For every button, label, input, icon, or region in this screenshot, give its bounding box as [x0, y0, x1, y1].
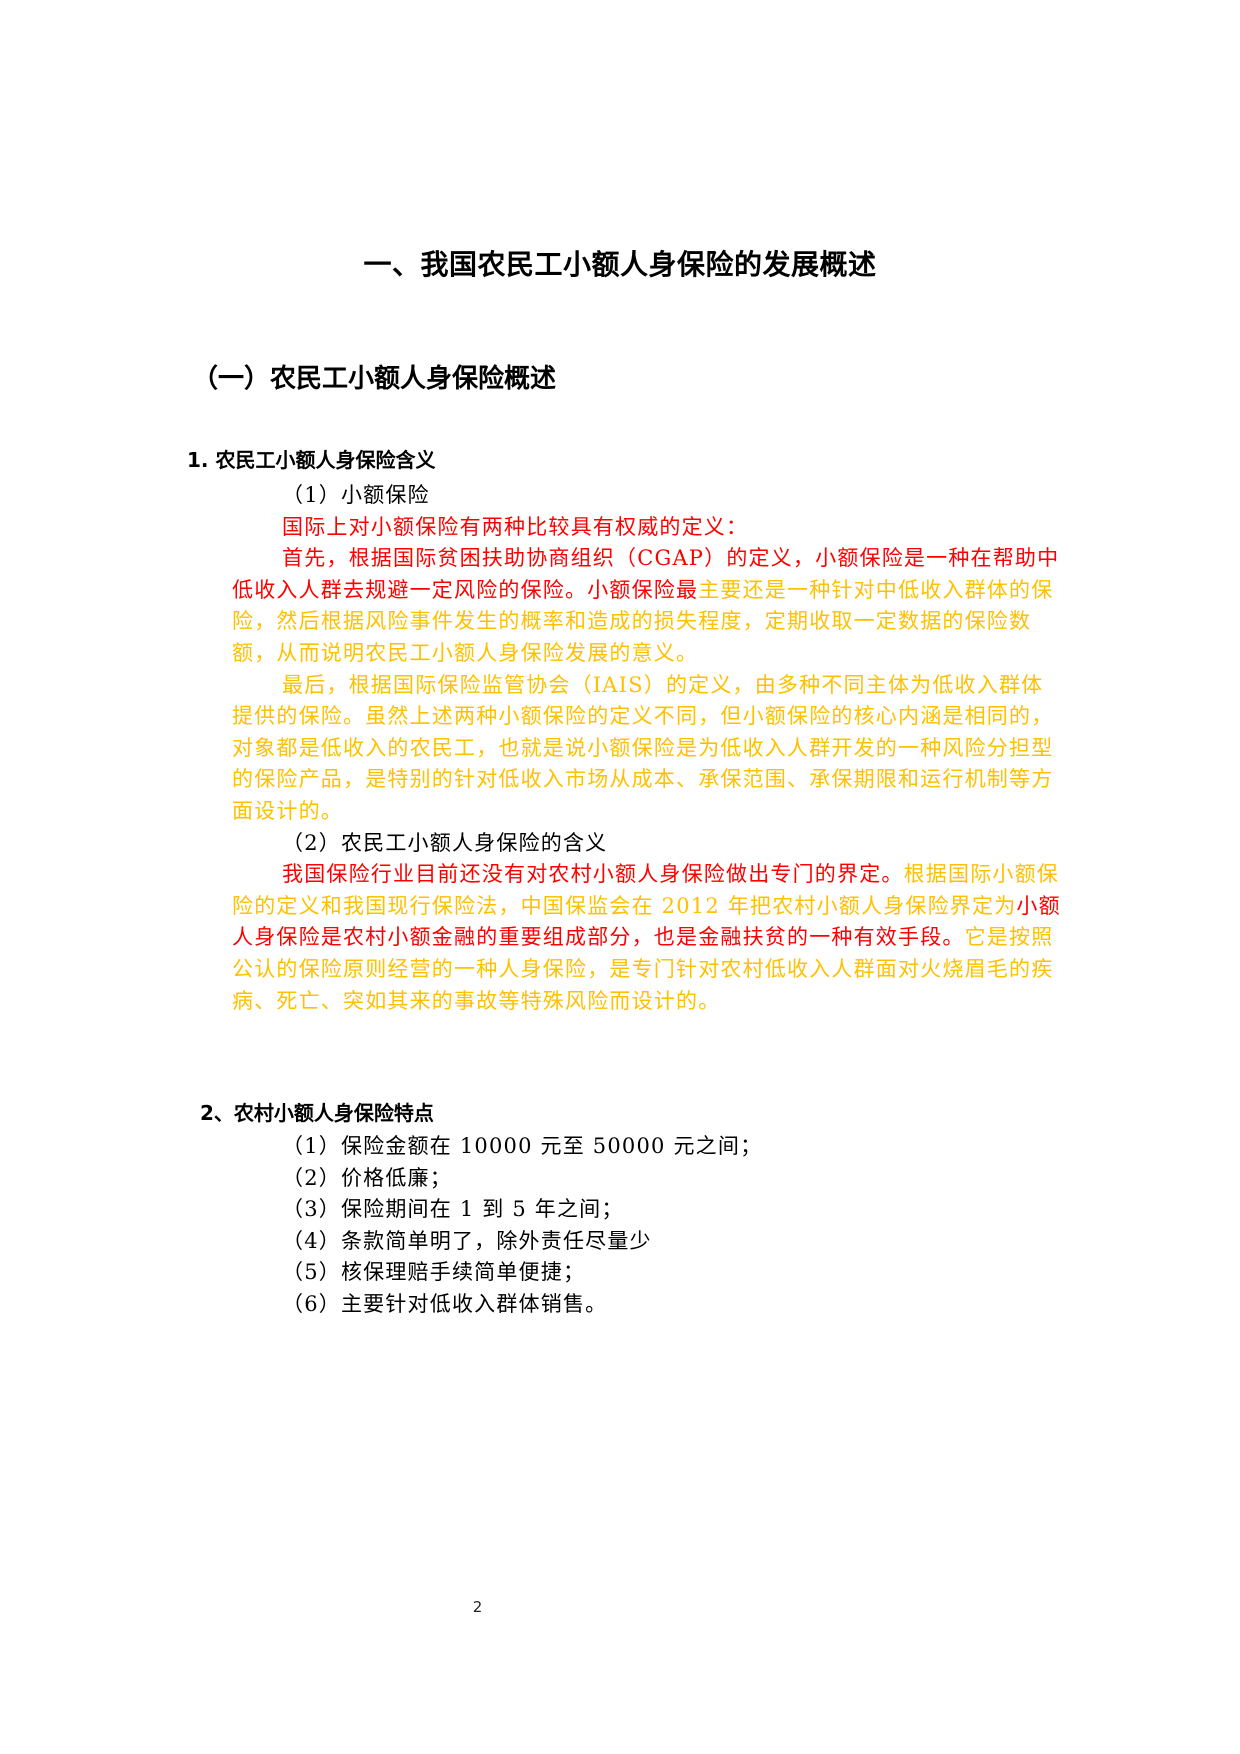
list-item: （5）核保理赔手续简单便捷； — [282, 1260, 586, 1285]
highlight-yellow-text: 它是按照公认的保险原则经营的一种人身保险，是专门针对农村低收入人群面对火烧眉毛的… — [232, 925, 1054, 1013]
subsection-heading-2: 2、农村小额人身保险特点 — [200, 1101, 434, 1125]
features-list: （1）保险金额在 10000 元至 50000 元之间； （2）价格低廉； （3… — [232, 1131, 1062, 1321]
list-item: （3）保险期间在 1 到 5 年之间； — [282, 1197, 624, 1222]
highlight-yellow-text: 根据国际小额保险的定义和我国现行保险法，中国保监会在 2012 年把农村小额人身… — [232, 862, 1060, 918]
highlight-yellow-text: 主要还是一种针对中低收入群体的保险，然后根据风险事件发生的概率和造成的损失程度，… — [232, 577, 1054, 665]
item-label-small-insurance: （1）小额保险 — [282, 483, 430, 507]
section-heading: （一）农民工小额人身保险概述 — [192, 364, 557, 394]
paragraph-cgap-definition: 首先，根据国际贫困扶助协商组织（CGAP）的定义，小额保险是一种在帮助中低收入人… — [232, 543, 1062, 669]
subsection-heading-1: 1. 农民工小额人身保险含义 — [187, 448, 436, 472]
chapter-title: 一、我国农民工小额人身保险的发展概述 — [363, 248, 877, 281]
list-item: （1）保险金额在 10000 元至 50000 元之间； — [282, 1134, 763, 1158]
list-item: （4）条款简单明了，除外责任尽量少 — [282, 1228, 652, 1253]
highlight-red-text: 我国保险行业目前还没有对农村小额人身保险做出专门的界定。 — [282, 862, 904, 887]
highlight-red-text: 首先，根据国际贫困扶助协商组织（CGAP）的定义，小额保险是一种在帮助中低收入人… — [232, 546, 1060, 602]
paragraph-iais-definition: 最后，根据国际保险监管协会（IAIS）的定义，由多种不同主体为低收入群体提供的保… — [232, 672, 1054, 823]
highlight-red-text: 小额人身保险是农村小额金融的重要组成部分，也是金融扶贫的一种有效手段。 — [232, 893, 1061, 950]
item-label-meaning: （2）农民工小额人身保险的含义 — [282, 830, 608, 855]
subsection-1-body: （1）小额保险 国际上对小额保险有两种比较具有权威的定义： 首先，根据国际贫困扶… — [232, 480, 1062, 1017]
page-number: 2 — [472, 1598, 483, 1616]
paragraph-meaning: 我国保险行业目前还没有对农村小额人身保险做出专门的界定。根据国际小额保险的定义和… — [232, 859, 1062, 1017]
list-item: （6）主要针对低收入群体销售。 — [282, 1291, 608, 1316]
paragraph-definitions-intro: 国际上对小额保险有两种比较具有权威的定义： — [282, 514, 749, 539]
list-item: （2）价格低廉； — [282, 1165, 452, 1190]
